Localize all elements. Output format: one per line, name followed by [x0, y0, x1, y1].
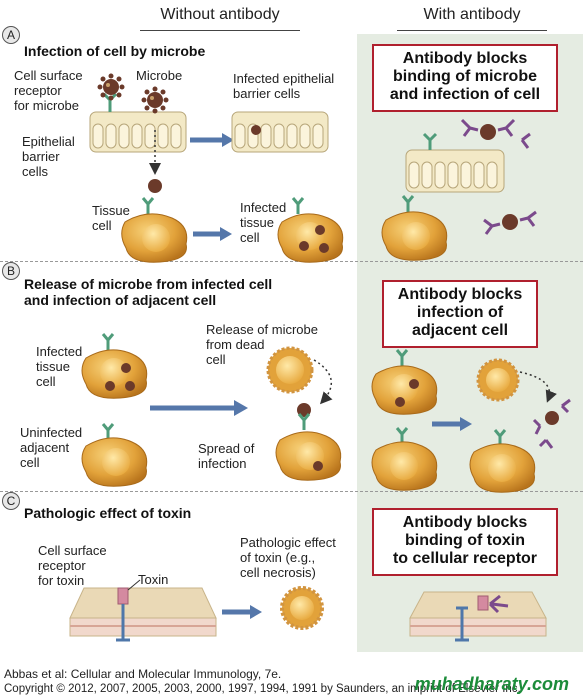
section-c-title: Pathologic effect of toxin: [24, 505, 192, 521]
protected-cell-right-b: [469, 429, 536, 493]
infected-epithelial-l1: Infected epithelial: [233, 71, 335, 86]
receptor-microbe-l3: for microbe: [14, 98, 80, 113]
label-b-infected-tissue: Infected tissue cell: [36, 344, 82, 389]
uninfected-l3: cell: [20, 455, 40, 470]
box-a-line-1: Antibody blocks: [402, 50, 528, 67]
infected-tissue-l1: Infected: [240, 200, 287, 215]
infected-epithelial-l2: barrier cells: [233, 86, 301, 101]
antibody-bound-microbe: [460, 118, 531, 149]
antibody-box-b: Antibody blocks infection of adjacent ce…: [382, 280, 538, 348]
footer-citation: Abbas et al: Cellular and Molecular Immu…: [4, 667, 282, 681]
label-tissue-cell: Tissue cell: [92, 203, 130, 233]
label-toxin: Toxin: [138, 572, 169, 587]
tissue-cell-protected: [381, 195, 448, 261]
antibody-box-a: Antibody blocks binding of microbe and i…: [372, 44, 558, 112]
epithelial-layer-infected: [231, 111, 329, 153]
label-uninfected: Uninfected adjacent cell: [20, 425, 82, 470]
footer-copyright: Copyright © 2012, 2007, 2005, 2003, 2000…: [4, 683, 521, 695]
uninfected-l2: adjacent: [20, 440, 70, 455]
b-infected-l1: Infected: [36, 344, 83, 359]
label-pathologic-effect: Pathologic effect of toxin (e.g., cell n…: [240, 535, 336, 580]
receptor-microbe-l2: receptor: [14, 83, 62, 98]
epithelial-barrier-l3: cells: [22, 164, 49, 179]
label-spread: Spread of infection: [198, 441, 254, 471]
microbe-icon: [97, 73, 125, 101]
release-l1: Release of microbe: [206, 322, 318, 337]
membrane-toxin-left: [69, 579, 217, 642]
box-a-line-3: and infection of cell: [389, 86, 541, 103]
tissue-cell-l2: cell: [92, 218, 112, 233]
label-microbe: Microbe: [136, 68, 183, 83]
dotted-arrow-curve: [313, 359, 333, 405]
box-c-line-3: to cellular receptor: [392, 550, 538, 567]
spread-l1: Spread of: [198, 441, 255, 456]
receptor-microbe-l1: Cell surface: [14, 68, 83, 83]
section-letter-b: B: [2, 262, 20, 280]
arrowhead-icon: [234, 400, 248, 416]
tissue-cell-l1: Tissue: [92, 203, 130, 218]
microbe-icon: [141, 86, 169, 114]
header-with-antibody: With antibody: [397, 6, 547, 31]
receptor-toxin-l3: for toxin: [38, 573, 85, 588]
dotted-arrow-curve: [519, 371, 557, 403]
epithelial-barrier-l1: Epithelial: [22, 134, 75, 149]
arrowhead-icon: [460, 417, 472, 431]
uninfected-l1: Uninfected: [20, 425, 83, 440]
section-b-title-2: and infection of adjacent cell: [24, 292, 217, 308]
release-l2: from dead: [206, 337, 265, 352]
watermark: muhadharaty.com: [414, 674, 569, 694]
necrotic-cell-icon: [280, 586, 324, 630]
infected-tissue-l3: cell: [240, 230, 260, 245]
label-receptor-microbe: Cell surface receptor for microbe: [14, 68, 83, 113]
b-infected-l3: cell: [36, 374, 56, 389]
infected-tissue-cell: [277, 197, 344, 263]
section-a-title: Infection of cell by microbe: [24, 43, 206, 59]
divider-bc: [0, 491, 583, 492]
arrowhead-icon: [220, 227, 232, 241]
epithelial-layer-protected: [405, 132, 505, 193]
pathologic-l2: of toxin (e.g.,: [240, 550, 316, 565]
pathologic-l3: cell necrosis): [240, 565, 316, 580]
epithelial-layer-left: [89, 111, 187, 153]
box-c-line-1: Antibody blocks: [402, 514, 528, 531]
receptor-toxin-l1: Cell surface: [38, 543, 107, 558]
antibody-bound-microbe: [483, 210, 537, 235]
receptor-toxin-l2: receptor: [38, 558, 86, 573]
b-infected-l2: tissue: [36, 359, 70, 374]
box-b-line-1: Antibody blocks: [397, 286, 523, 303]
label-infected-tissue-cell: Infected tissue cell: [240, 200, 286, 245]
uninfected-cell-right-b: [371, 427, 438, 491]
spread-l2: infection: [198, 456, 247, 471]
label-receptor-toxin: Cell surface receptor for toxin: [38, 543, 107, 588]
infected-tissue-l2: tissue: [240, 215, 274, 230]
dead-cell-icon: [266, 346, 314, 394]
tissue-cell: [121, 179, 188, 263]
label-epithelial-barrier: Epithelial barrier cells: [22, 134, 75, 179]
label-release-microbe: Release of microbe from dead cell: [206, 322, 318, 367]
epithelial-barrier-l2: barrier: [22, 149, 60, 164]
divider-ab: [0, 261, 583, 262]
section-letter-c: C: [2, 492, 20, 510]
membrane-toxin-right: [409, 591, 547, 642]
box-c-line-2: binding of toxin: [405, 532, 525, 549]
header-without-antibody: Without antibody: [140, 6, 300, 31]
section-letter-a: A: [2, 26, 20, 44]
release-l3: cell: [206, 352, 226, 367]
dead-cell-right-b: [476, 358, 520, 402]
antibody-box-c: Antibody blocks binding of toxin to cell…: [372, 508, 558, 576]
box-b-line-2: infection of: [416, 304, 504, 321]
box-a-line-2: binding of microbe: [393, 68, 537, 85]
arrowhead-icon: [222, 133, 234, 147]
box-b-line-3: adjacent cell: [411, 322, 509, 339]
uninfected-cell-b: [81, 423, 148, 487]
pathologic-l1: Pathologic effect: [240, 535, 336, 550]
infected-cell-right-b: [371, 349, 438, 415]
label-infected-epithelial: Infected epithelial barrier cells: [233, 71, 334, 101]
section-b-title-1: Release of microbe from infected cell: [24, 276, 273, 292]
newly-infected-cell-b: [275, 413, 342, 481]
infected-tissue-cell-b: [81, 333, 148, 399]
arrowhead-icon: [250, 605, 262, 619]
antibody-bound-microbe: [532, 398, 571, 449]
